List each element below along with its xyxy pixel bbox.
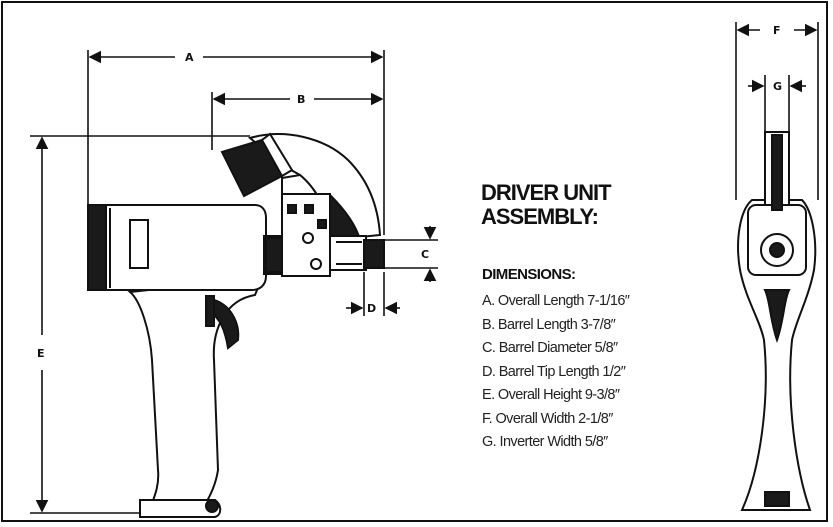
grip-outline [127, 276, 264, 514]
front-view [737, 131, 817, 511]
rear-cap [87, 204, 107, 291]
dimension-list: A. Overall Length 7-1/16″ B. Barrel Leng… [482, 290, 630, 455]
assembly-title: DRIVER UNIT ASSEMBLY: [481, 181, 701, 229]
front-trigger [763, 289, 791, 344]
dimension-item-a: A. Overall Length 7-1/16″ [482, 293, 630, 309]
dimensions-heading: DIMENSIONS: [482, 266, 576, 283]
assembly-title-line-1: DRIVER UNIT [481, 180, 612, 205]
dim-label-e: E [37, 347, 45, 360]
dim-label-b: B [297, 93, 305, 106]
trigger-guard [205, 295, 215, 327]
front-foot [764, 491, 790, 507]
dimension-item-g: G. Inverter Width 5/8″ [482, 434, 608, 450]
dim-label-g: G [773, 80, 782, 93]
side-view [87, 132, 385, 518]
dimension-item-e: E. Overall Height 9-3/8″ [482, 387, 620, 403]
dimension-item-c: C. Barrel Diameter 5/8″ [482, 340, 618, 356]
assembly-title-line-2: ASSEMBLY: [481, 204, 599, 229]
dim-label-f: F [773, 24, 781, 37]
dimension-item-d: D. Barrel Tip Length 1/2″ [482, 363, 626, 380]
barrel-tip [363, 239, 385, 269]
dimension-lines [30, 22, 819, 514]
trigger [208, 298, 240, 350]
dim-label-d: D [367, 302, 376, 315]
body-window [129, 219, 149, 269]
dimension-item-b: B. Barrel Length 3-7/8″ [482, 316, 616, 333]
dim-label-a: A [185, 51, 194, 64]
motor-housing [88, 204, 267, 291]
front-outline [737, 199, 817, 511]
dim-label-c: C [421, 248, 429, 261]
dimension-item-f: F. Overall Width 2-1/8″ [482, 410, 613, 427]
